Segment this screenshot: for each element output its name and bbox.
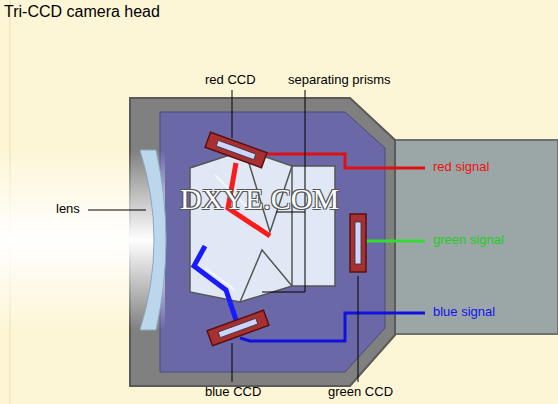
signal-label: blue signal [433,305,495,320]
part-label: red CCD [205,73,256,88]
green-signal-wire [364,240,425,243]
leader-line [262,212,305,292]
signal-label: green signal [433,233,504,248]
blue-beam-path [194,246,236,320]
watermark: DXYE.COM [180,182,339,217]
red-ccd [205,132,267,168]
leader-line [232,90,233,138]
blue-signal-wire [240,313,425,341]
leader-line [232,343,233,382]
red-signal-wire [255,154,425,168]
blue-beam [0,244,205,249]
green-ccd [350,214,366,272]
red-beam [0,234,270,239]
green-beam [0,239,350,244]
leader-line [88,210,146,211]
part-label: blue CCD [205,385,261,400]
blue-ccd [207,310,269,346]
leader-lines [88,90,358,382]
leader-line [358,276,359,382]
signal-label: red signal [433,160,489,175]
part-label: lens [56,202,80,217]
part-label: separating prisms [288,73,391,88]
title: Tri-CCD camera head [4,3,160,21]
prism-face [240,250,292,302]
part-label: green CCD [328,385,393,400]
